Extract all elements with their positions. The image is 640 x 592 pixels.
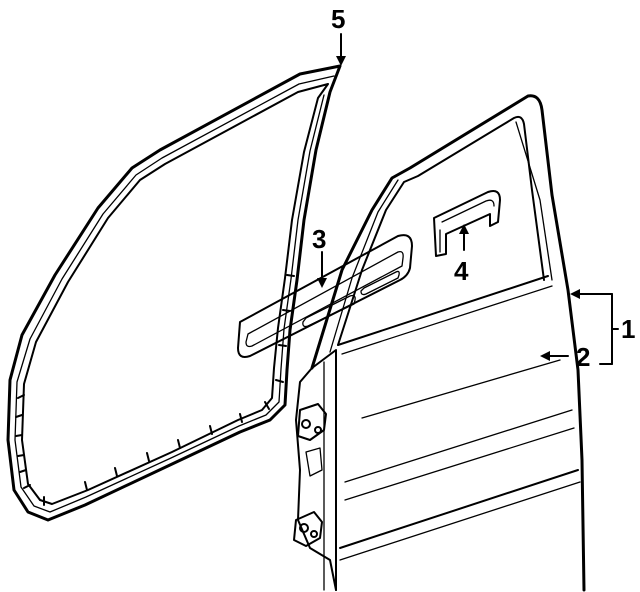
callout-leaders xyxy=(317,33,619,365)
inside-handle-bracket xyxy=(433,190,501,257)
weatherstrip-clips xyxy=(15,274,295,506)
belt-molding-panel xyxy=(237,234,413,358)
callout-4: 4 xyxy=(454,256,469,286)
callout-5: 5 xyxy=(331,4,345,34)
callout-1: 1 xyxy=(621,314,635,344)
door-shell xyxy=(295,94,586,592)
callout-3: 3 xyxy=(312,224,326,254)
door-hinges xyxy=(293,403,327,547)
weatherstrip-seal xyxy=(6,64,342,522)
callout-labels: 1 2 3 4 5 xyxy=(312,4,635,372)
callout-2: 2 xyxy=(576,342,590,372)
